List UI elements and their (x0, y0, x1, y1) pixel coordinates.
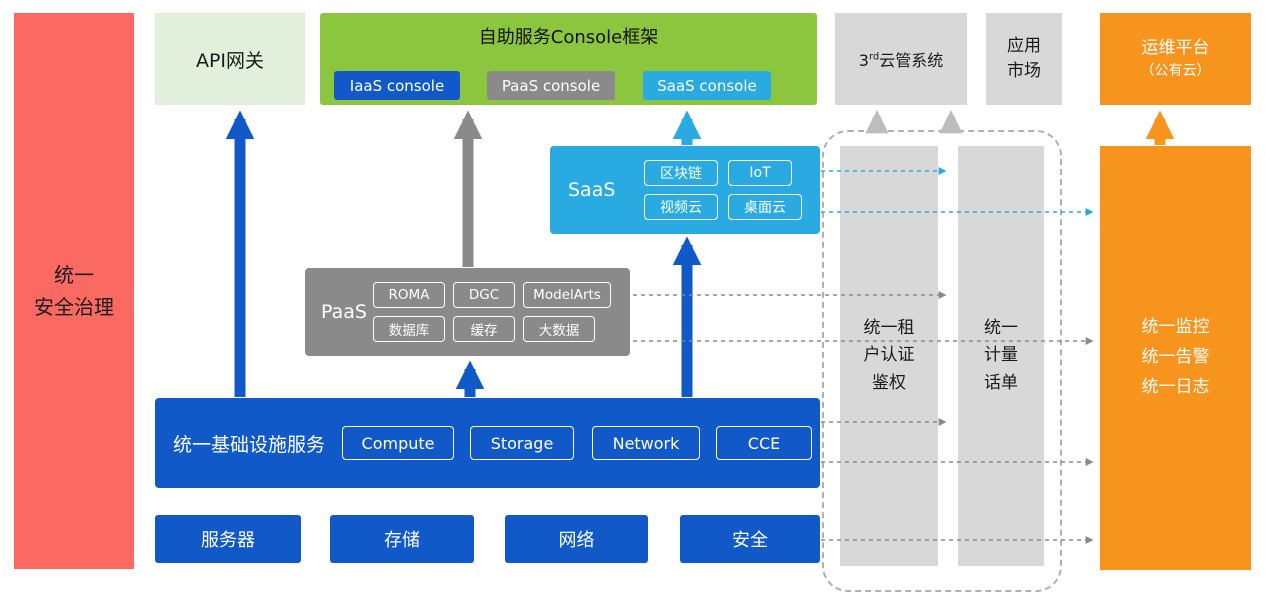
metering-billing-label: 统一 计量 话单 (984, 318, 1018, 393)
paas-chip-roma: ROMA (373, 282, 445, 308)
saas-chip-video-cloud: 视频云 (644, 194, 718, 220)
tenant-auth-bar: 统一租 户认证 鉴权 (840, 146, 938, 566)
hardware-box-security: 安全 (680, 515, 820, 563)
security-governance-label: 统一 安全治理 (34, 263, 114, 319)
infrastructure-services-label: 统一基础设施服务 (173, 433, 326, 456)
hardware-box-server: 服务器 (155, 515, 301, 563)
console-framework-title: 自助服务Console框架 (478, 27, 659, 48)
paas-layer-box: PaaS ROMA DGC ModelArts 数据库 缓存 大数据 (305, 268, 630, 356)
saas-chip-blockchain: 区块链 (644, 160, 718, 186)
third-party-cloud-mgmt-label: 3rd云管系统 (858, 51, 944, 70)
saas-layer-box: SaaS 区块链 IoT 视频云 桌面云 (550, 146, 820, 234)
ops-platform-title: 运维平台 (1141, 37, 1210, 58)
ops-platform-box: 运维平台 （公有云） (1100, 13, 1251, 105)
saas-chip-desktop-cloud: 桌面云 (728, 194, 802, 220)
security-governance-bar: 统一 安全治理 (14, 13, 134, 569)
infra-chip-compute: Compute (342, 426, 454, 460)
saas-chip-iot: IoT (728, 160, 792, 186)
infra-chip-cce: CCE (716, 426, 812, 460)
app-market-label: 应用 市场 (1007, 35, 1041, 82)
metering-billing-bar: 统一 计量 话单 (958, 146, 1044, 566)
infrastructure-services-bar: 统一基础设施服务 Compute Storage Network CCE (155, 398, 820, 488)
api-gateway-label: API网关 (195, 49, 265, 72)
paas-chip-modelarts: ModelArts (523, 282, 611, 308)
paas-chip-cache: 缓存 (453, 316, 515, 342)
infra-chip-network: Network (592, 426, 700, 460)
paas-layer-label: PaaS (321, 301, 367, 323)
hardware-box-storage: 存储 (330, 515, 474, 563)
ops-platform-subtitle: （公有云） (1140, 63, 1211, 80)
infra-chip-storage: Storage (470, 426, 574, 460)
third-party-cloud-mgmt-box: 3rd云管系统 (835, 13, 967, 105)
paas-chip-dgc: DGC (453, 282, 515, 308)
paas-console-button: PaaS console (487, 71, 615, 100)
saas-console-button: SaaS console (643, 71, 771, 100)
paas-chip-database: 数据库 (373, 316, 445, 342)
paas-chip-bigdata: 大数据 (523, 316, 595, 342)
tenant-auth-label: 统一租 户认证 鉴权 (863, 318, 915, 393)
hardware-box-network: 网络 (505, 515, 648, 563)
console-framework-box: 自助服务Console框架 IaaS console PaaS console … (320, 13, 817, 105)
monitoring-alerting-logging-label: 统一监控 统一告警 统一日志 (1141, 317, 1210, 397)
iaas-console-button: IaaS console (334, 71, 460, 100)
saas-layer-label: SaaS (568, 179, 616, 201)
api-gateway-box: API网关 (155, 13, 305, 105)
monitoring-alerting-logging-bar: 统一监控 统一告警 统一日志 (1100, 146, 1251, 570)
app-market-box: 应用 市场 (986, 13, 1062, 105)
